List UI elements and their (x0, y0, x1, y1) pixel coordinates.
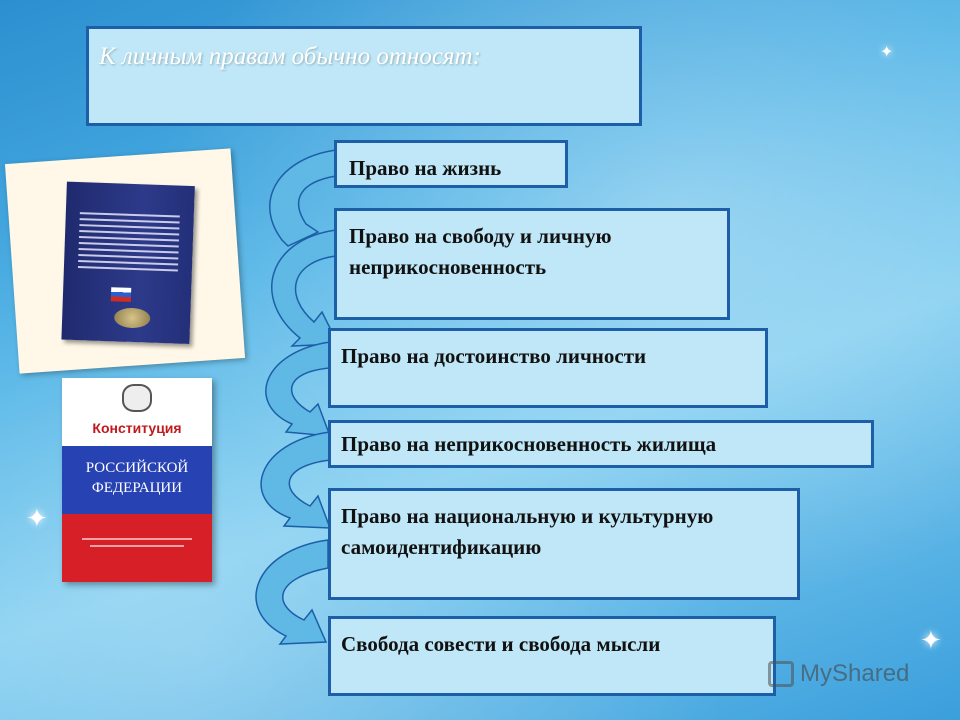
logo-icon (768, 661, 794, 687)
book-title-white: РОССИЙСКОЙ ФЕДЕРАЦИИ (85, 460, 189, 496)
right-label-3: Право на достоинство личности (341, 344, 647, 368)
arrow-4 (260, 431, 332, 529)
book-title-red: Конституция (92, 420, 182, 436)
title-box: К личным правам обычно относят: (86, 26, 642, 126)
right-box-2: Право на свободу и личную неприкосновенн… (334, 208, 730, 320)
sparkle-icon: ✦ (920, 626, 942, 655)
slide-title: К личным правам обычно относят: (99, 43, 481, 70)
right-label-6: Свобода совести и свобода мысли (341, 632, 661, 656)
sparkle-icon: ✦ (880, 44, 894, 61)
arrow-3 (265, 341, 332, 437)
arrow-2 (271, 229, 340, 347)
sparkle-icon: ✦ (26, 504, 48, 533)
right-box-4: Право на неприкосновенность жилища (328, 420, 874, 468)
arrow-1 (269, 149, 337, 247)
right-label-1: Право на жизнь (349, 156, 502, 180)
watermark-text: MyShared (800, 660, 910, 687)
right-label-4: Право на неприкосновенность жилища (341, 432, 717, 456)
right-box-6: Свобода совести и свобода мысли (328, 616, 776, 696)
right-box-5: Право на национальную и культурную самои… (328, 488, 800, 600)
watermark-logo: MyShared (768, 656, 909, 692)
right-label-2: Право на свободу и личную неприкосновенн… (349, 224, 612, 279)
book-small-print (62, 538, 212, 547)
right-box-1: Право на жизнь (334, 140, 568, 188)
right-box-3: Право на достоинство личности (328, 328, 768, 408)
arrow-5 (255, 539, 329, 645)
constitution-book-image: Конституция РОССИЙСКОЙ ФЕДЕРАЦИИ (62, 378, 212, 582)
right-label-5: Право на национальную и культурную самои… (341, 504, 714, 559)
coat-of-arms-icon (122, 384, 152, 412)
